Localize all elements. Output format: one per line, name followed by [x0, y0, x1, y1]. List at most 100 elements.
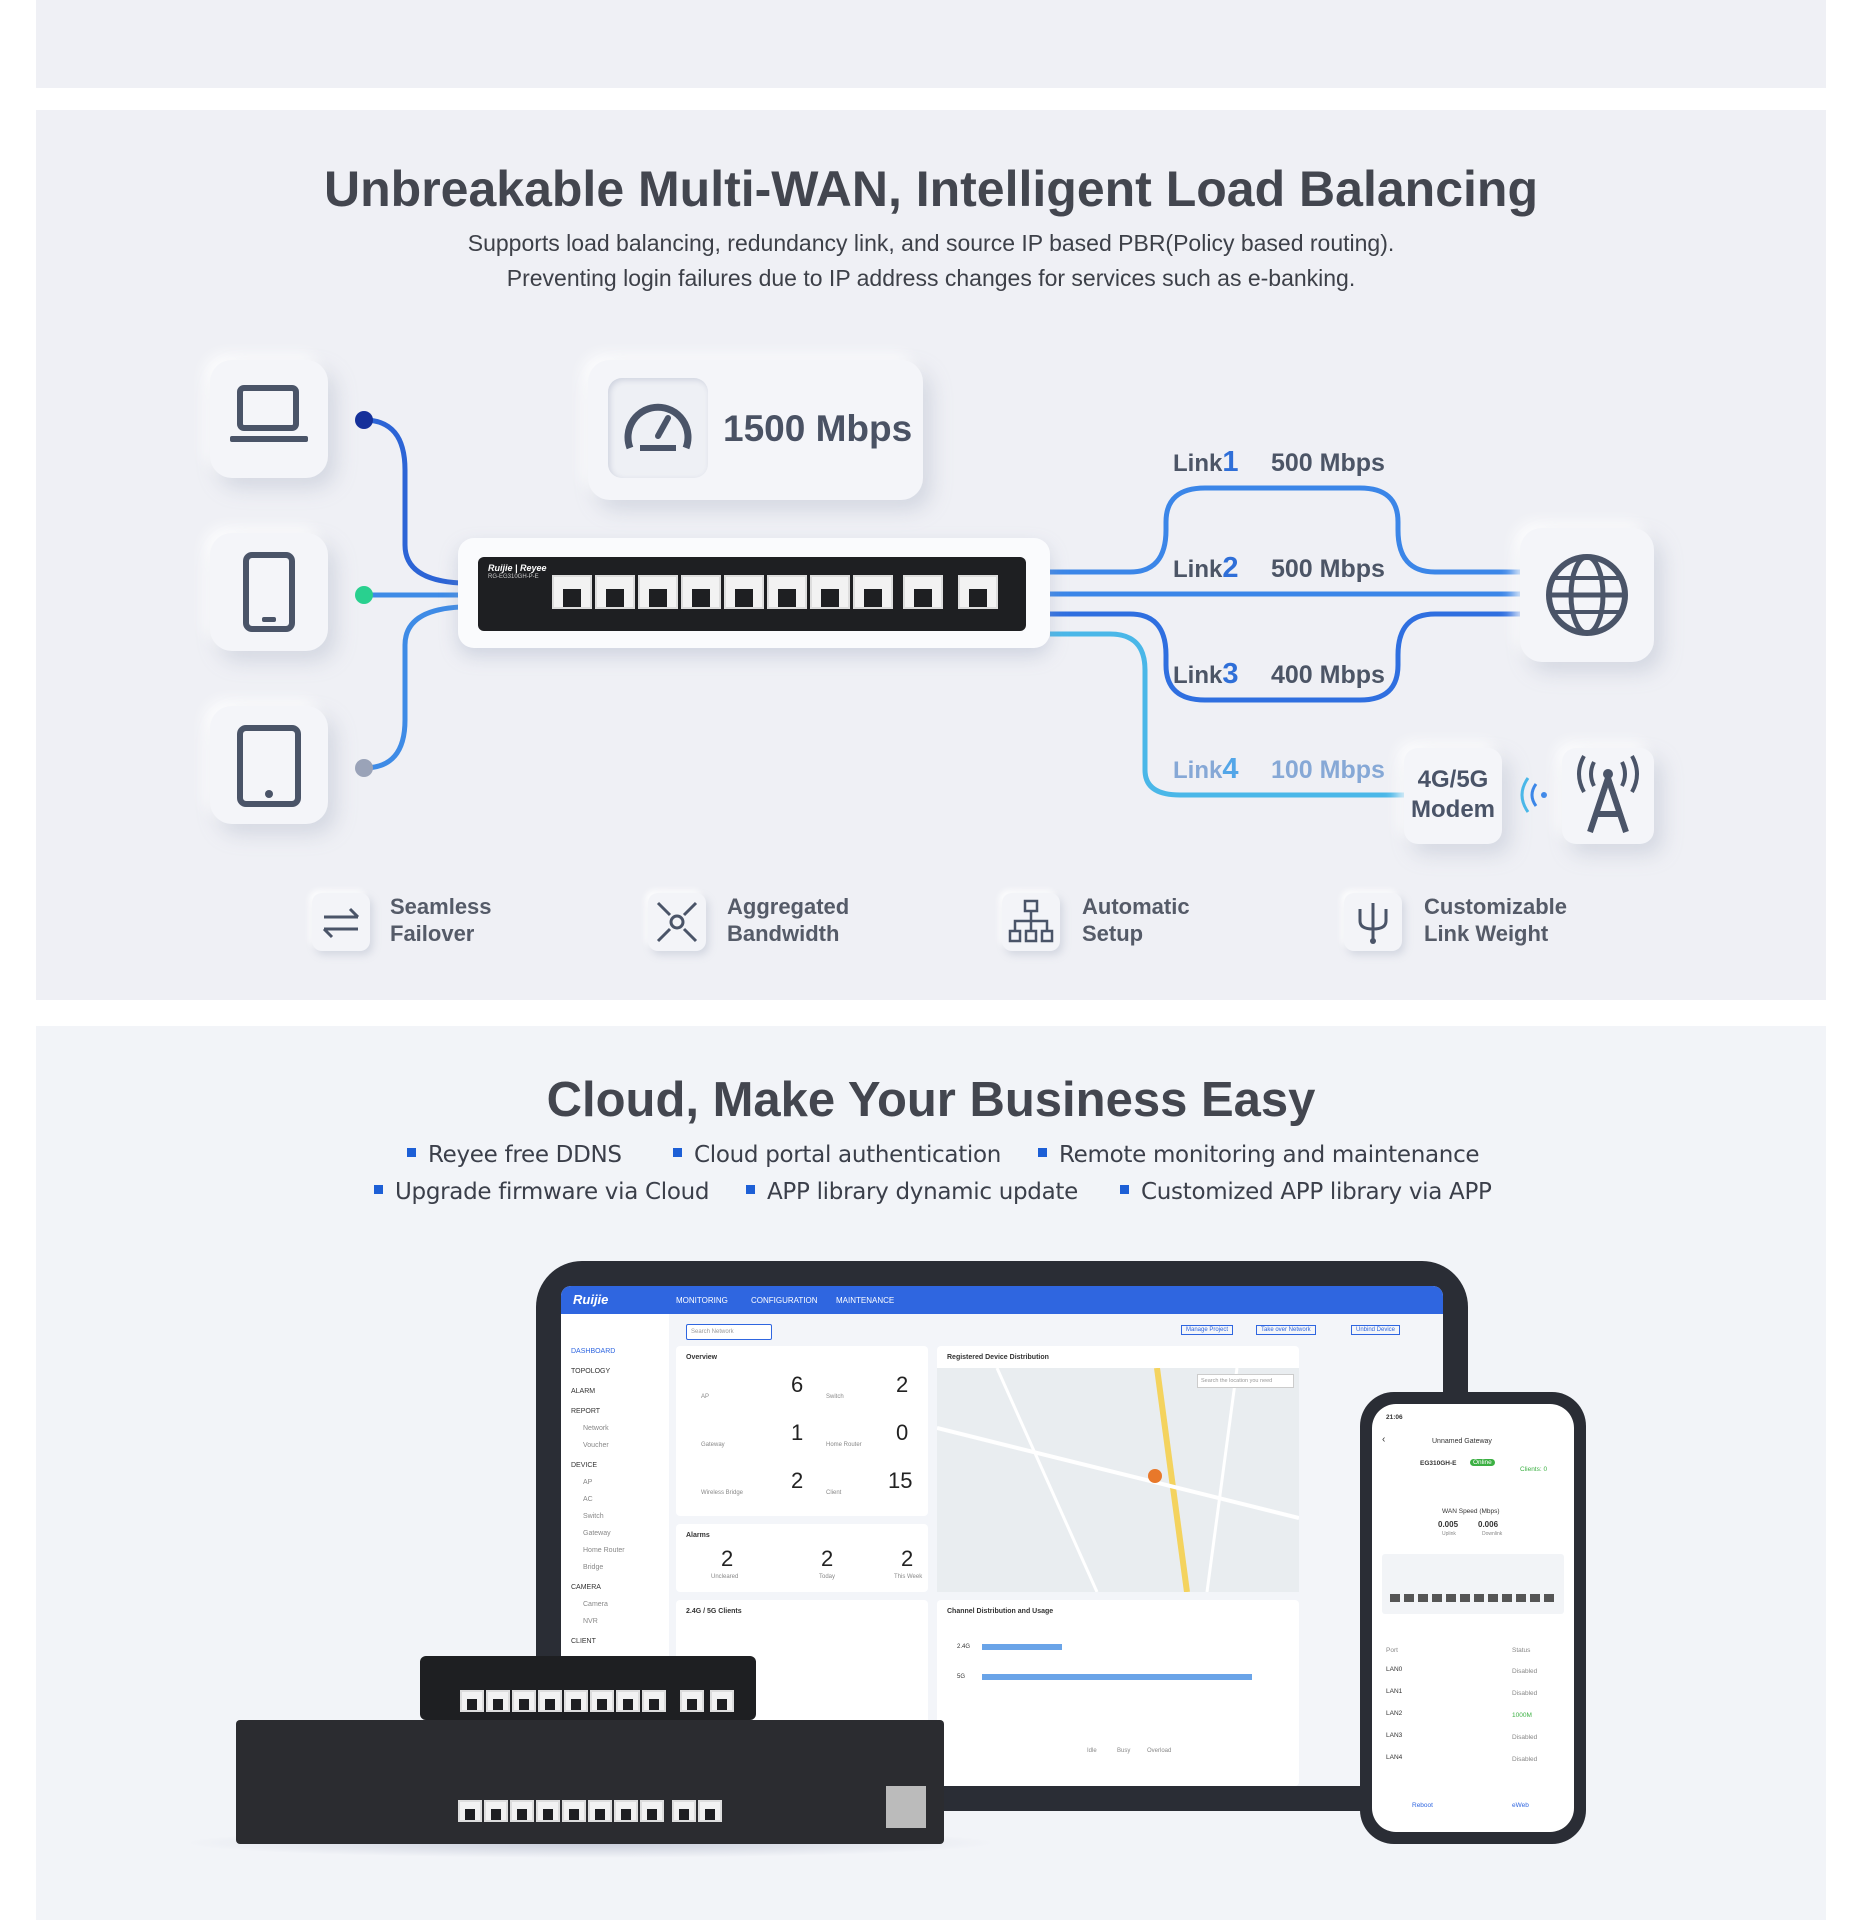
- downlink-value: 0.006: [1478, 1520, 1499, 1529]
- switch-port: [640, 1800, 664, 1822]
- lan-port: [767, 575, 807, 609]
- nav-monitoring[interactable]: MONITORING: [676, 1296, 728, 1305]
- overview-switch-value: 2: [896, 1372, 909, 1397]
- sidebar-client[interactable]: CLIENT: [571, 1638, 596, 1645]
- overview-gateway-value: 1: [791, 1420, 804, 1445]
- gateway-switch-small: [420, 1656, 756, 1720]
- sidebar-dashboard[interactable]: DASHBOARD: [571, 1348, 616, 1355]
- sidebar-device[interactable]: DEVICE: [571, 1462, 598, 1469]
- switch-port: [512, 1690, 536, 1712]
- switch-port: [458, 1800, 482, 1822]
- sidebar-home-router[interactable]: Home Router: [583, 1547, 625, 1554]
- globe-icon: [1546, 554, 1628, 636]
- lan-port: [853, 575, 893, 609]
- take-over-network-button[interactable]: Take over Network: [1256, 1325, 1316, 1335]
- alarm-uncleared-value: 2: [721, 1546, 734, 1571]
- lan-port: [595, 575, 635, 609]
- trident-icon: [1344, 893, 1402, 951]
- wireless-signal-icon: [1520, 777, 1547, 813]
- lan-port: [810, 575, 850, 609]
- cell-tower-card: [1562, 748, 1654, 844]
- alarm-today-value: 2: [821, 1546, 834, 1571]
- modem-label-1: 4G/5G: [1417, 766, 1489, 793]
- switch-port: [564, 1690, 588, 1712]
- eweb-tab[interactable]: eWeb: [1512, 1802, 1529, 1809]
- device-map-card: Registered Device Distribution Search th…: [936, 1346, 1300, 1593]
- legend-overload: Overload: [1147, 1748, 1172, 1754]
- overview-ap-label: AP: [701, 1394, 710, 1400]
- port-lan0: LAN0: [1386, 1666, 1403, 1673]
- sidebar-camera[interactable]: CAMERA: [571, 1584, 601, 1591]
- port-lan3-status: Disabled: [1512, 1734, 1538, 1741]
- switch-port: [562, 1800, 586, 1822]
- port-lan4: LAN4: [1386, 1754, 1403, 1761]
- total-speed: 1500 Mbps: [723, 408, 913, 449]
- bullet-ddns: Reyee free DDNS: [407, 1142, 622, 1168]
- switch-port: [460, 1690, 484, 1712]
- channel-title: Channel Distribution and Usage: [947, 1608, 1054, 1615]
- overview-ap-value: 6: [791, 1372, 804, 1397]
- switch-port: [486, 1690, 510, 1712]
- modem-label-2: Modem: [1411, 796, 1495, 823]
- band-24g-bar: [982, 1644, 1062, 1650]
- alarms-title: Alarms: [686, 1532, 710, 1539]
- sidebar-network[interactable]: Network: [583, 1425, 609, 1432]
- nav-configuration[interactable]: CONFIGURATION: [751, 1296, 818, 1305]
- app-brand: Ruijie: [573, 1292, 609, 1307]
- legend-busy: Busy: [1117, 1748, 1131, 1754]
- laptop-port-dot: [355, 411, 373, 429]
- internet-card: [1520, 528, 1654, 662]
- network-lines: [355, 411, 1525, 798]
- bullet-cloud-portal: Cloud portal authentication: [673, 1142, 1001, 1168]
- hierarchy-icon: [1002, 893, 1060, 951]
- port-lan1: LAN1: [1386, 1688, 1403, 1695]
- tablet-card: [210, 706, 328, 824]
- map-search-input[interactable]: Search the location you need: [1197, 1374, 1294, 1388]
- switch-port: [710, 1690, 734, 1712]
- network-search-input[interactable]: Search Network: [686, 1324, 772, 1340]
- port-lan4-status: Disabled: [1512, 1756, 1538, 1763]
- lan-port: [681, 575, 721, 609]
- reboot-tab[interactable]: Reboot: [1412, 1802, 1433, 1809]
- map-title: Registered Device Distribution: [947, 1354, 1049, 1361]
- switch-port: [484, 1800, 508, 1822]
- tablet-port-dot: [355, 759, 373, 777]
- overview-card: Overview 6 AP 2 Switch 1 Gateway 0 Home …: [676, 1346, 928, 1516]
- router-brand: Ruijie | Reyee: [488, 563, 547, 573]
- port-lan0-status: Disabled: [1512, 1668, 1538, 1675]
- phone-time: 21:06: [1386, 1414, 1403, 1421]
- sidebar-camera-sub[interactable]: Camera: [583, 1601, 608, 1608]
- sidebar-ap[interactable]: AP: [583, 1479, 593, 1486]
- alarm-week-label: This Week: [894, 1574, 923, 1580]
- sidebar-topology[interactable]: TOPOLOGY: [571, 1368, 611, 1375]
- sidebar-alarm[interactable]: ALARM: [571, 1388, 596, 1395]
- qr-code: [886, 1786, 926, 1828]
- port-lan3: LAN3: [1386, 1732, 1403, 1739]
- sidebar-ac[interactable]: AC: [583, 1496, 593, 1503]
- link-3-speed: 400 Mbps: [1271, 661, 1385, 689]
- map-view[interactable]: [936, 1367, 1300, 1593]
- overview-switch-label: Switch: [826, 1394, 844, 1400]
- switch-port: [672, 1800, 696, 1822]
- overview-client-value: 15: [888, 1468, 913, 1493]
- link-2-speed: 500 Mbps: [1271, 555, 1385, 583]
- back-chevron-icon[interactable]: ‹: [1382, 1434, 1386, 1445]
- sidebar-nvr[interactable]: NVR: [583, 1618, 598, 1625]
- overview-home-router-value: 0: [896, 1420, 909, 1445]
- sidebar-voucher[interactable]: Voucher: [583, 1442, 609, 1449]
- sidebar-gateway[interactable]: Gateway: [583, 1530, 611, 1537]
- sidebar-report[interactable]: REPORT: [571, 1408, 601, 1415]
- overview-home-router-label: Home Router: [826, 1442, 862, 1448]
- switch-port: [588, 1800, 612, 1822]
- laptop-card: [210, 360, 328, 478]
- switch-port: [642, 1690, 666, 1712]
- sidebar-switch[interactable]: Switch: [583, 1513, 604, 1520]
- cell-tower-icon: [1577, 755, 1639, 833]
- speedometer-icon: [608, 378, 708, 478]
- clients-title: 2.4G / 5G Clients: [686, 1608, 742, 1615]
- sidebar-bridge[interactable]: Bridge: [583, 1564, 604, 1571]
- unbind-device-button[interactable]: Unbind Device: [1351, 1325, 1401, 1335]
- manage-project-button[interactable]: Manage Project: [1181, 1325, 1234, 1335]
- nav-maintenance[interactable]: MAINTENANCE: [836, 1296, 895, 1305]
